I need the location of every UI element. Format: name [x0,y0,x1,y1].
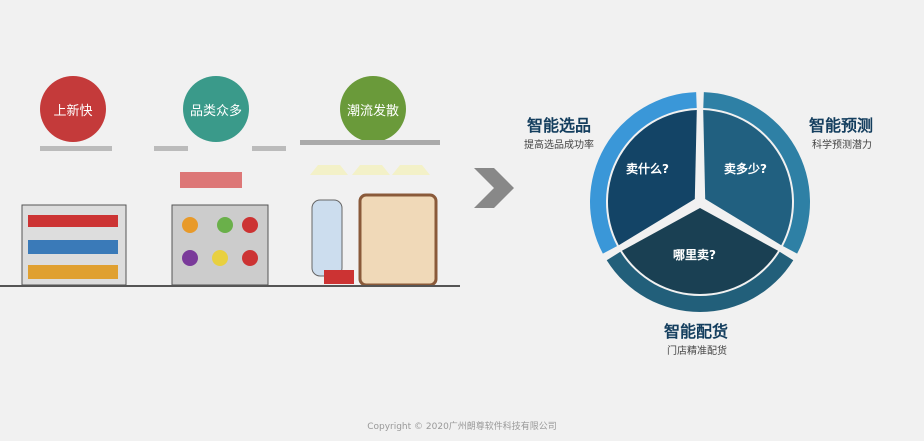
copyright-footer: Copyright © 2020广州朗尊软件科技有限公司 [367,422,557,432]
pie-segment-2 [621,208,779,294]
pie-segment-1 [703,110,792,246]
subtitle-smart-forecast: 科学预测潜力 [812,140,872,151]
segment-label-where: 哪里卖? [673,248,716,262]
pie-segment-0 [608,110,697,246]
title-smart-selection: 智能选品 [527,116,592,135]
segment-label-how-many: 卖多少? [724,162,767,176]
badge-trend: 潮流发散 [340,76,406,142]
title-smart-forecast: 智能预测 [809,116,874,135]
arrow-right-icon [474,168,514,208]
ring-arrow-1 [703,92,810,254]
ring-arrow-2 [606,251,794,312]
title-smart-allocation: 智能配货 [664,322,729,341]
cycle-diagram [590,92,810,312]
subtitle-smart-allocation: 门店精准配货 [667,346,727,357]
subtitle-smart-selection: 提高选品成功率 [524,140,594,151]
store-shelves-illustration [0,140,460,287]
segment-label-what: 卖什么? [626,162,669,176]
badge-fast-new: 上新快 [40,76,106,142]
badge-many-categories: 品类众多 [183,76,249,142]
ring-arrow-0 [590,92,697,254]
